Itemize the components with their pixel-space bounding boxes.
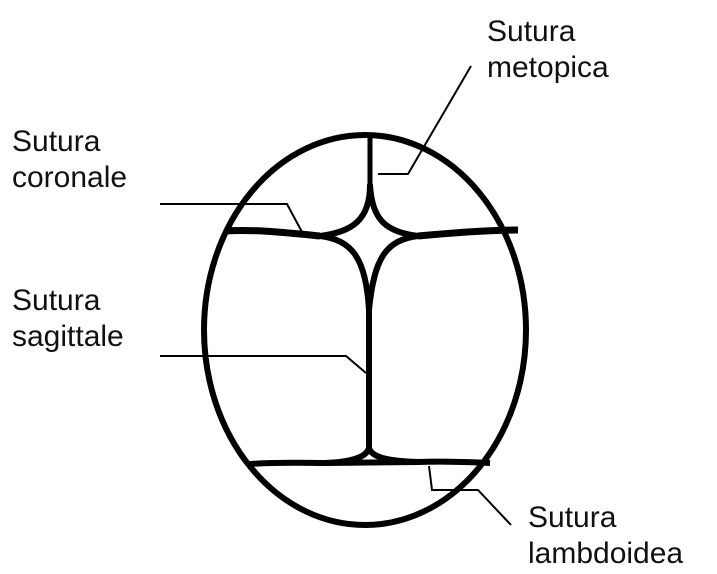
label-sutura-lambdoidea: Sutura lambdoidea [528, 500, 683, 572]
label-coronale-line2: coronale [12, 160, 127, 196]
label-sutura-metopica: Sutura metopica [487, 14, 609, 86]
label-metopica-line2: metopica [487, 50, 609, 86]
lambdoid-suture [250, 462, 490, 464]
label-metopica-line1: Sutura [487, 14, 609, 50]
label-sutura-sagittale: Sutura sagittale [12, 283, 124, 355]
coronal-suture-left [225, 230, 320, 236]
label-sutura-coronale: Sutura coronale [12, 124, 127, 196]
label-lambdoidea-line2: lambdoidea [528, 536, 683, 572]
anterior-fontanelle [320, 185, 418, 310]
label-sagittale-line2: sagittale [12, 319, 124, 355]
sagittale-leader-line [160, 356, 366, 373]
label-coronale-line1: Sutura [12, 124, 127, 160]
label-sagittale-line1: Sutura [12, 283, 124, 319]
metopica-leader-line [378, 66, 471, 174]
label-lambdoidea-line1: Sutura [528, 500, 683, 536]
